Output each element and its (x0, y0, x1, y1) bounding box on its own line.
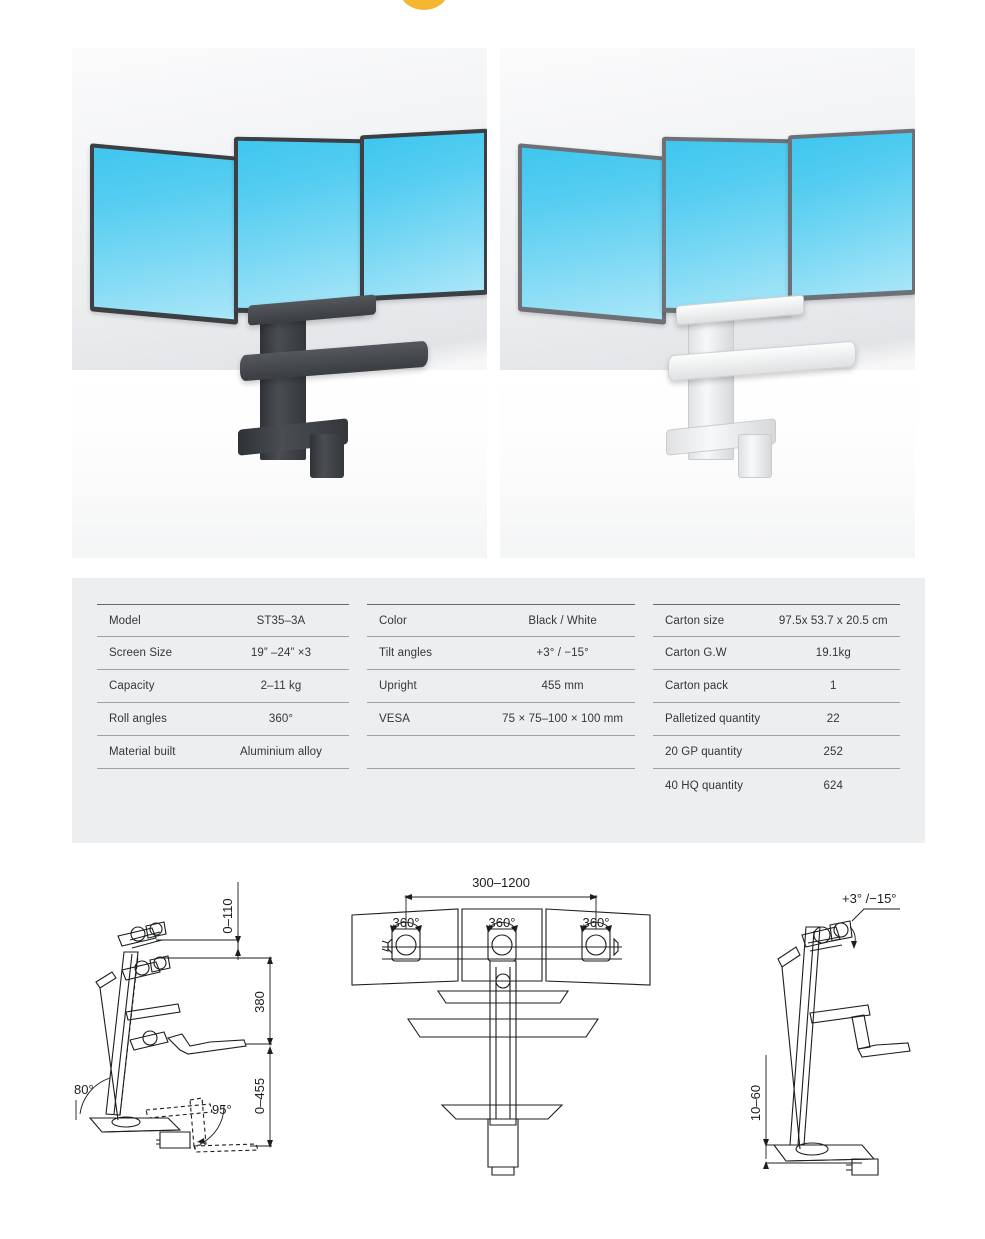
dimension-label-monitor-span: 300–1200 (472, 875, 530, 890)
spec-value: Black / White (528, 614, 597, 627)
monitor-left-white (518, 143, 666, 325)
spec-label: Roll angles (109, 713, 167, 725)
spec-value: ST35–3A (256, 614, 306, 627)
spec-value: 624 (823, 779, 844, 792)
spec-label: Palletized quantity (665, 713, 761, 725)
spec-label: Carton size (665, 614, 725, 627)
spec-value: 252 (823, 746, 844, 758)
spec-value: +3° / −15° (536, 647, 589, 659)
specification-table: Model ST35–3A Screen Size 19” –24” ×3 Ca… (97, 604, 900, 802)
dimension-label-lift-range: 0–455 (252, 1078, 267, 1114)
monitor-screen (666, 140, 788, 311)
spec-label: Color (379, 614, 407, 627)
front-view-width-diagram: 360° 360° 360° 300–1200 (330, 867, 670, 1197)
table-row: VESA 75 × 75–100 × 100 mm (367, 703, 635, 736)
side-view-tilt-diagram: +3° /−15° 10–60 (712, 887, 982, 1187)
table-row: 20 GP quantity 252 (653, 736, 900, 769)
spec-label: Upright (379, 680, 417, 692)
monitor-right-black (360, 128, 487, 302)
product-photo-gallery (72, 48, 915, 558)
spec-label: Model (109, 614, 141, 627)
specification-panel: Model ST35–3A Screen Size 19” –24” ×3 Ca… (72, 578, 925, 843)
table-row: Model ST35–3A (97, 604, 349, 637)
spec-value: 455 mm (541, 680, 584, 692)
spec-value: 1 (830, 680, 837, 692)
table-row: Tilt angles +3° / −15° (367, 637, 635, 670)
monitor-array-white (512, 126, 915, 326)
dimension-label-column-height: 380 (252, 991, 267, 1013)
table-row: Screen Size 19” –24” ×3 (97, 637, 349, 670)
product-photo-white (500, 48, 915, 558)
table-row: Carton size 97.5x 53.7 x 20.5 cm (653, 604, 900, 637)
dimension-label-clamp-thickness: 10–60 (748, 1085, 763, 1121)
table-row: Carton pack 1 (653, 670, 900, 703)
spec-value: 360° (268, 713, 294, 725)
spec-value: 19” –24” ×3 (250, 647, 312, 659)
monitor-screen (522, 147, 662, 320)
table-row: Roll angles 360° (97, 703, 349, 736)
spec-value: 75 × 75–100 × 100 mm (502, 713, 624, 725)
spec-value: 97.5x 53.7 x 20.5 cm (778, 614, 888, 627)
spec-value: 2–11 kg (260, 680, 302, 692)
monitor-center-black (234, 136, 364, 316)
angle-label-keyboard-fold: 95° (212, 1102, 232, 1117)
spec-label: Carton G.W (665, 647, 727, 659)
monitor-screen (364, 132, 484, 297)
spec-label: 20 GP quantity (665, 746, 743, 758)
monitor-array-black (84, 126, 487, 326)
monitor-left-black (90, 143, 238, 325)
monitor-screen (94, 147, 234, 320)
table-row: Capacity 2–11 kg (97, 670, 349, 703)
monitor-screen (792, 132, 912, 297)
spec-label: Carton pack (665, 680, 729, 692)
technical-drawings: 0–110 380 0–455 (0, 862, 985, 1202)
spec-value: Aluminium alloy (239, 746, 322, 758)
table-row: Upright 455 mm (367, 670, 635, 703)
desk-clamp-black (310, 434, 344, 478)
spec-label: Screen Size (109, 647, 173, 659)
table-row: Carton G.W 19.1kg (653, 637, 900, 670)
table-row: Material built Aluminium alloy (97, 736, 349, 769)
angle-label-screen-tilt: 80° (74, 1082, 94, 1097)
spec-column-3: Carton size 97.5x 53.7 x 20.5 cm Carton … (653, 604, 900, 802)
spec-column-2: Color Black / White Tilt angles +3° / −1… (367, 604, 635, 802)
monitor-screen (238, 140, 360, 311)
product-photo-black (72, 48, 487, 558)
table-row: Palletized quantity 22 (653, 703, 900, 736)
table-row: Color Black / White (367, 604, 635, 637)
dimension-label-monitor-travel: 0–110 (220, 898, 235, 933)
spec-label: Capacity (109, 680, 155, 692)
monitor-right-white (788, 128, 915, 302)
spec-label: 40 HQ quantity (665, 779, 744, 792)
spec-label: VESA (379, 713, 411, 725)
spec-column-1: Model ST35–3A Screen Size 19” –24” ×3 Ca… (97, 604, 349, 802)
angle-label-monitor-tilt: +3° /−15° (842, 891, 897, 906)
table-row: 40 HQ quantity 624 (653, 769, 900, 802)
monitor-center-white (662, 136, 792, 316)
page-accent-badge (400, 0, 448, 10)
rotation-label-center: 360° (489, 915, 516, 930)
desk-clamp-white (738, 434, 772, 478)
spec-value: 19.1kg (815, 647, 851, 659)
side-view-travel-diagram: 0–110 380 0–455 (60, 882, 320, 1192)
spec-value: 22 (826, 713, 840, 725)
table-row-empty (367, 736, 635, 769)
spec-label: Material built (109, 746, 176, 758)
spec-label: Tilt angles (379, 647, 433, 659)
